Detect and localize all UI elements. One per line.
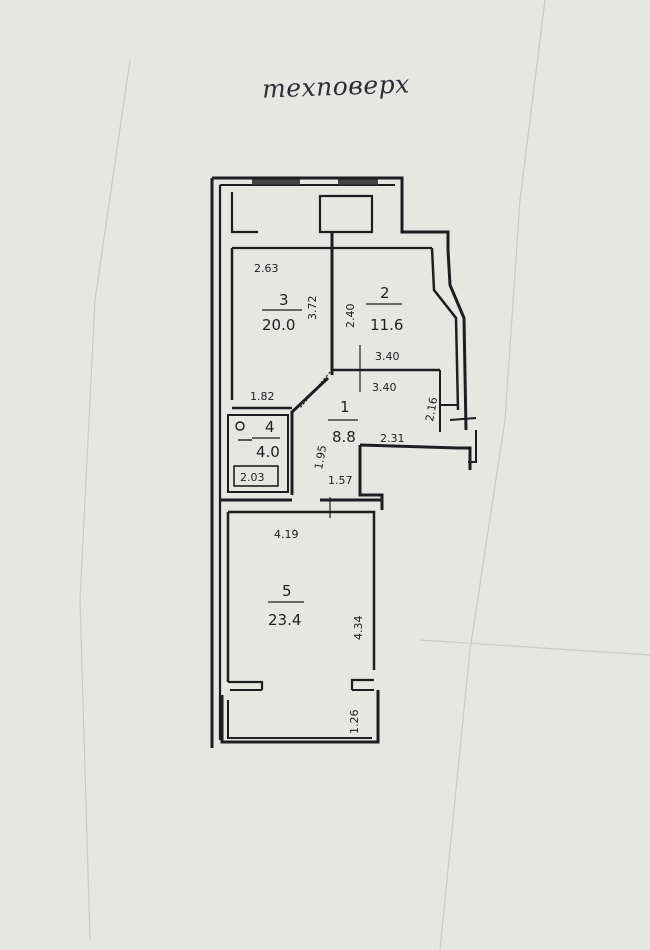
dim-room3-length: 3.72 bbox=[306, 296, 319, 321]
walls bbox=[210, 176, 477, 748]
room-5-number: 5 bbox=[282, 582, 292, 600]
room-4-number: 4 bbox=[265, 418, 275, 436]
dim-corridor-length: 2.31 bbox=[380, 432, 405, 445]
dim-room5-length: 4.34 bbox=[352, 616, 365, 641]
room-3-area: 20.0 bbox=[262, 316, 295, 334]
dim-corridor-diag: 1.95 bbox=[312, 444, 329, 470]
dim-corridor-width: 3.40 bbox=[372, 381, 397, 394]
dim-room5-width: 4.19 bbox=[274, 528, 299, 541]
room-2-area: 11.6 bbox=[370, 316, 403, 334]
dim-balcony: 1.26 bbox=[348, 710, 361, 735]
dim-room3-width: 2.63 bbox=[254, 262, 279, 275]
dim-bath-top: 1.82 bbox=[250, 390, 275, 403]
room-3-number: 3 bbox=[279, 291, 289, 309]
room-1-number: 1 bbox=[340, 398, 350, 416]
dim-bath-width: 2.03 bbox=[240, 471, 265, 484]
dim-room2-width: 3.40 bbox=[375, 350, 400, 363]
paper-creases bbox=[79, 0, 650, 950]
room-2-number: 2 bbox=[380, 284, 390, 302]
room-1-area: 8.8 bbox=[332, 428, 356, 446]
room-5-area: 23.4 bbox=[268, 611, 301, 629]
room-4-area: 4.0 bbox=[256, 443, 280, 461]
dim-corridor-side: 2.16 bbox=[423, 396, 440, 422]
dim-room2-length: 2.40 bbox=[344, 304, 357, 329]
dim-corridor-bottom: 1.57 bbox=[328, 474, 353, 487]
